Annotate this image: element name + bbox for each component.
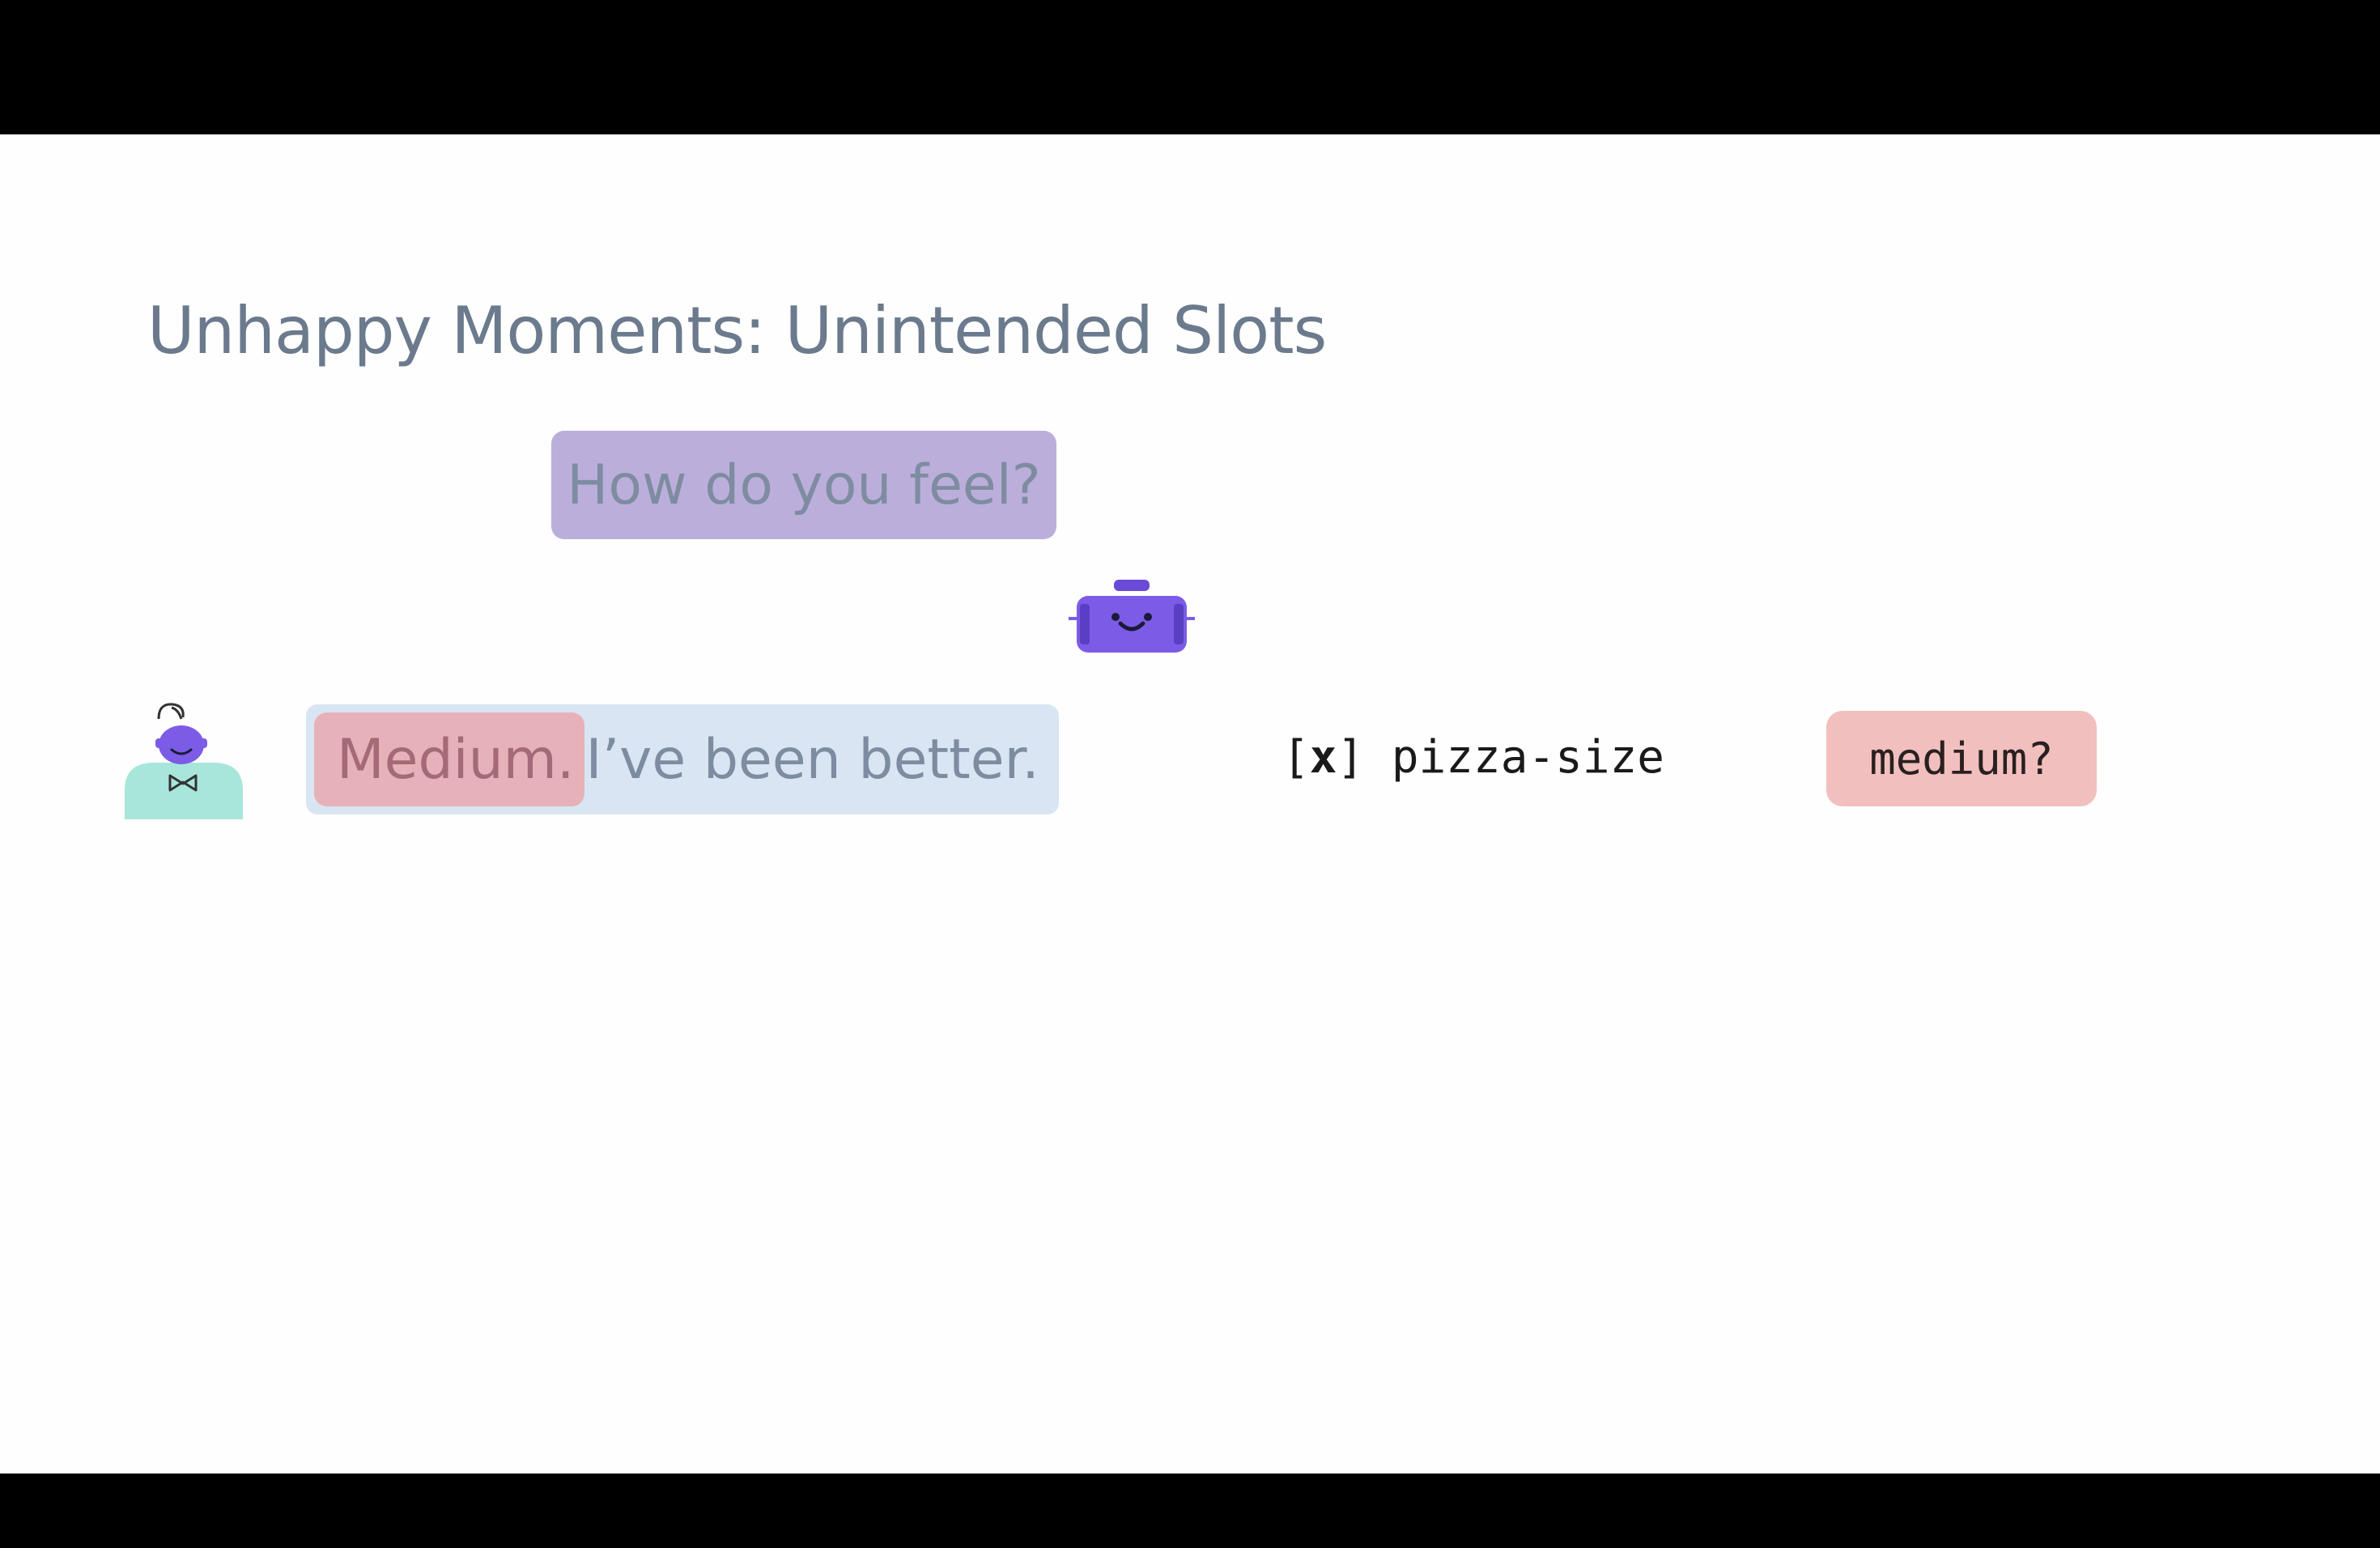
letterbox-top <box>0 0 2380 134</box>
slot-highlight <box>314 712 584 806</box>
person-avatar-icon <box>125 703 243 819</box>
bot-message-bubble: How do you feel? <box>551 431 1056 539</box>
user-message-text: Medium. I’ve been better. <box>337 704 1039 814</box>
letterbox-bottom <box>0 1474 2380 1548</box>
bot-message-text: How do you feel? <box>567 453 1041 517</box>
slot-check-mark: x <box>1309 731 1337 784</box>
slot-value-text: medium? <box>1869 733 2054 785</box>
robot-face-icon <box>1069 580 1195 653</box>
slot-marker-close: ] <box>1337 731 1365 784</box>
user-message-bubble: Medium. I’ve been better. <box>306 704 1059 814</box>
slot-value-badge: medium? <box>1826 711 2097 806</box>
slot-name: pizza-size <box>1391 731 1665 784</box>
slot-label: [x] pizza-size <box>1282 732 1664 784</box>
slide-title: Unhappy Moments: Unintended Slots <box>147 293 1327 368</box>
user-message-rest: I’ve been better. <box>585 727 1039 792</box>
slide: Unhappy Moments: Unintended Slots How do… <box>0 134 2380 1474</box>
highlighted-slot-word: Medium. <box>337 727 575 792</box>
slot-marker-open: [ <box>1282 731 1310 784</box>
